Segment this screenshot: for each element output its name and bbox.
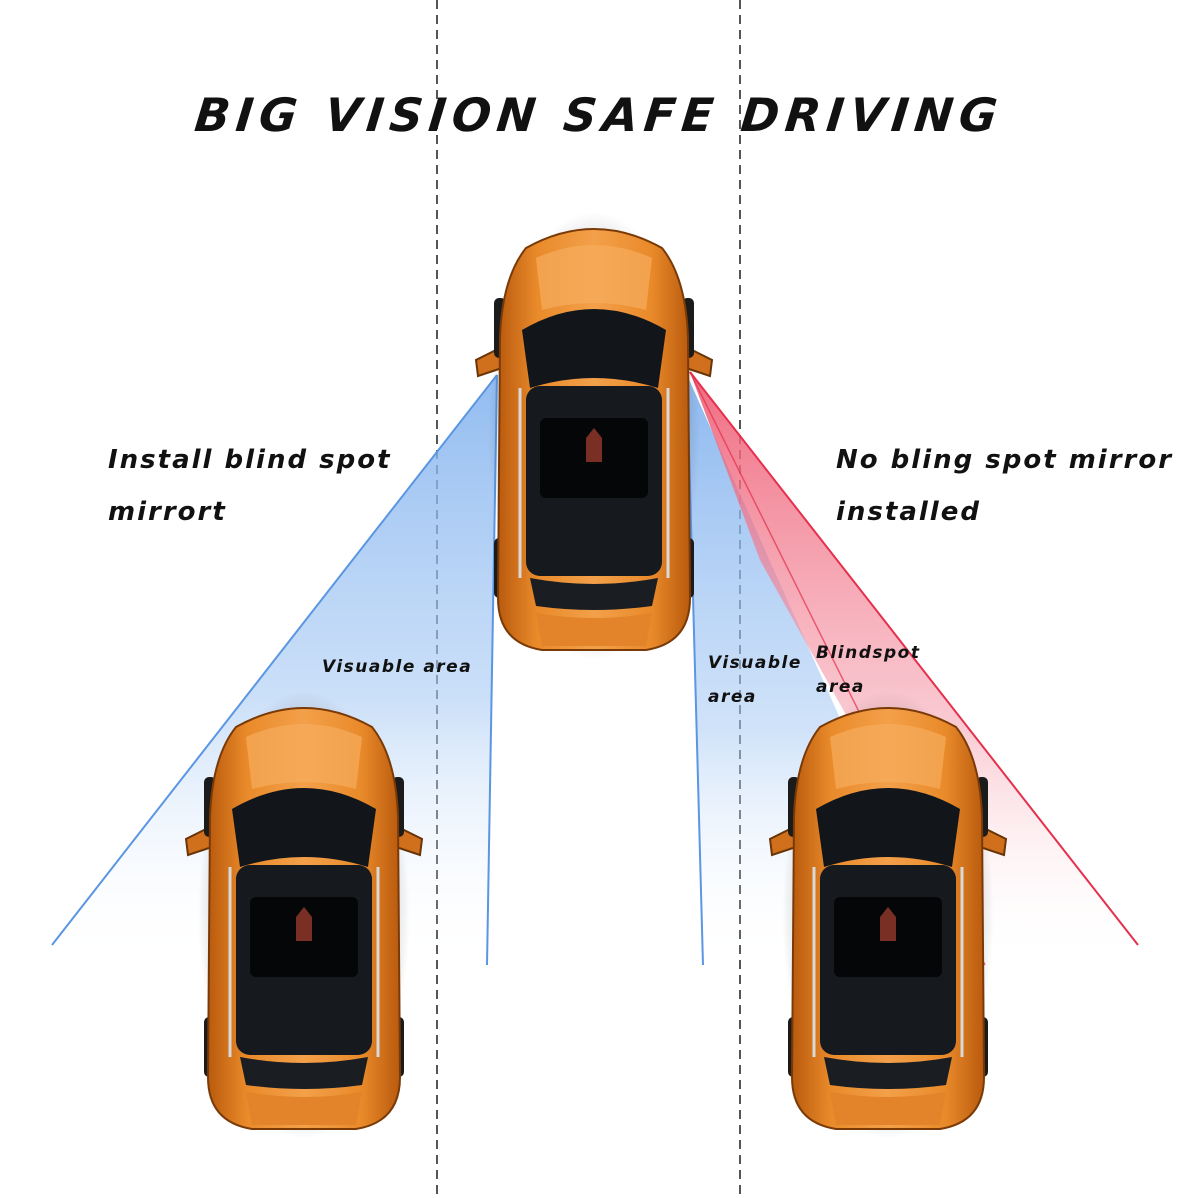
right-visible-area-label: Visuable area [708, 646, 802, 714]
right-caption: No bling spot mirror installed [836, 434, 1173, 538]
orange-suv-top-view-icon [474, 210, 714, 662]
left-caption: Install blind spot mirrort [108, 434, 392, 538]
orange-suv-top-view-icon [184, 689, 424, 1141]
left-caption-line-1: Install blind spot [108, 445, 392, 475]
blindspot-area-label: Blindspot area [816, 636, 920, 704]
blindspot-zone [690, 372, 1138, 965]
blindspot-label-line-2: area [816, 677, 865, 697]
blindspot-label-line-1: Blindspot [816, 643, 921, 663]
left-caption-line-2: mirrort [108, 497, 227, 527]
page-title: BIG VISION SAFE DRIVING [192, 88, 1006, 142]
right-caption-line-2: installed [836, 497, 981, 527]
right-visible-label-line-2: area [708, 687, 757, 707]
left-visible-edge-outer [51, 374, 498, 946]
right-caption-line-1: No bling spot mirror [836, 445, 1174, 475]
blindspot-edge-outer [689, 371, 1139, 946]
right-visible-label-line-1: Visuable [708, 653, 802, 673]
orange-suv-top-view-icon [768, 689, 1008, 1141]
left-visible-area-label: Visuable area [322, 657, 473, 677]
